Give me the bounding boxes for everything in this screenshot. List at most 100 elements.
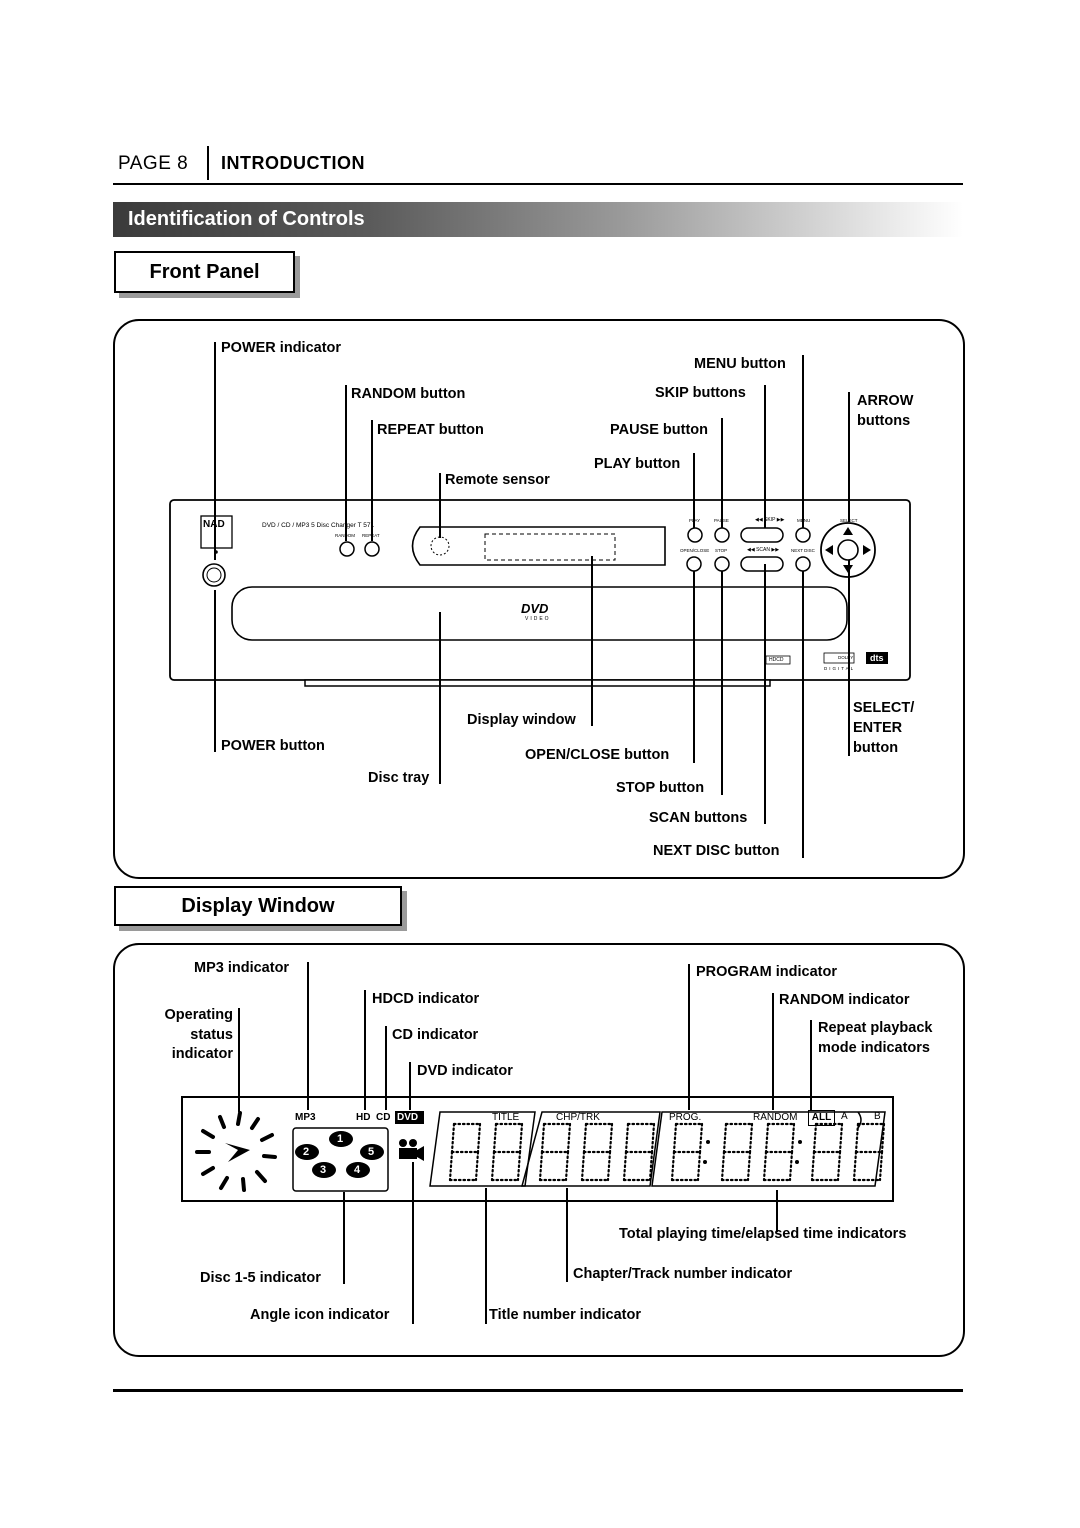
- leader-display-window: [591, 556, 593, 726]
- label-select-2: ENTER: [853, 720, 903, 736]
- vfd-random: RANDOM: [753, 1112, 798, 1123]
- page-number: PAGE 8: [118, 153, 189, 174]
- segment-digit: [580, 1122, 614, 1182]
- hdcd-logo: HDCD: [769, 657, 784, 663]
- scan-label: SCAN: [756, 547, 770, 553]
- leader-power-indicator: [214, 342, 216, 560]
- label-select-1: SELECT/: [853, 700, 915, 716]
- vfd-chp-trk: CHP/TRK: [556, 1112, 600, 1123]
- label-remote-sensor: Remote sensor: [445, 472, 550, 488]
- label-pause-button: PAUSE button: [610, 422, 708, 438]
- label-stop-button: STOP button: [616, 780, 705, 796]
- display-window-diagram: [113, 943, 965, 1357]
- label-chapter: Chapter/Track number indicator: [573, 1266, 793, 1282]
- disc-num-1: 1: [337, 1133, 344, 1145]
- stop-text: STOP: [715, 548, 728, 553]
- vfd-b: B: [874, 1111, 881, 1122]
- segment-digit: [762, 1122, 796, 1182]
- leader-menu: [802, 355, 804, 528]
- label-program: PROGRAM indicator: [696, 964, 837, 980]
- segment-digit: [810, 1122, 844, 1182]
- vfd-prog: PROG.: [669, 1112, 702, 1123]
- time-digit-frame: [651, 1111, 886, 1187]
- label-disc: Disc 1-5 indicator: [200, 1270, 321, 1286]
- leader-title-number: [485, 1188, 487, 1324]
- label-skip-buttons: SKIP buttons: [655, 385, 746, 401]
- label-arrow-2: buttons: [857, 413, 911, 429]
- disc-3: [312, 1162, 336, 1178]
- section-title: INTRODUCTION: [221, 153, 365, 173]
- dolby-logo: DOLBY: [838, 655, 854, 660]
- brand-logo: NAD: [203, 519, 225, 530]
- disc-2: [295, 1144, 319, 1160]
- vfd-title: TITLE: [492, 1112, 520, 1123]
- label-power-button: POWER button: [221, 738, 325, 754]
- next-disc-text: NEXT DISC: [791, 548, 815, 553]
- leader-scan: [764, 564, 766, 824]
- disc-4: [346, 1162, 370, 1178]
- vfd-mp3: MP3: [295, 1112, 316, 1123]
- label-menu-button: MENU button: [694, 356, 786, 372]
- chapter-digit-frame: [521, 1111, 661, 1187]
- disc-5: [360, 1144, 384, 1160]
- disc-1: [329, 1131, 353, 1147]
- disc-num-5: 5: [368, 1146, 375, 1158]
- device-foot: [304, 679, 771, 687]
- label-repeat-button: REPEAT button: [377, 422, 484, 438]
- leader-hdcd: [364, 990, 366, 1110]
- label-hdcd: HDCD indicator: [372, 991, 480, 1007]
- leader-repeat: [371, 420, 373, 541]
- leader-remote-sensor: [439, 473, 441, 538]
- front-panel-diagram: [113, 319, 965, 879]
- leader-random-ind: [772, 993, 774, 1110]
- disc-num-3: 3: [320, 1164, 327, 1176]
- skip-label: SKIP: [764, 517, 776, 523]
- leader-arrow: [848, 392, 850, 522]
- label-operating-1: Operating: [164, 1007, 233, 1023]
- leader-pause: [721, 418, 723, 528]
- leader-chapter: [566, 1188, 568, 1282]
- label-arrow-1: ARROW: [857, 393, 914, 409]
- label-random-button: RANDOM button: [351, 386, 466, 402]
- section-banner: [113, 202, 963, 237]
- leader-total-time: [776, 1190, 778, 1232]
- label-angle: Angle icon indicator: [250, 1307, 390, 1323]
- vfd-cd: CD: [376, 1112, 391, 1123]
- label-open-close: OPEN/CLOSE button: [525, 747, 670, 763]
- segment-digit: [720, 1122, 754, 1182]
- remote-sensor: [430, 536, 450, 556]
- display-window-shape: [411, 526, 666, 566]
- disc-num-4: 4: [354, 1164, 361, 1176]
- repeat-text: REPEAT: [362, 533, 380, 538]
- leader-power-button: [214, 590, 216, 752]
- footer-rule: [113, 1389, 963, 1392]
- digital-text: DIGITAL: [824, 666, 856, 671]
- open-close-text: OPEN/CLOSE: [680, 548, 710, 553]
- skip-text: ◀◀ SKIP ▶▶: [755, 517, 785, 523]
- label-display-window: Display window: [467, 712, 576, 728]
- angle-camera-icon: [399, 1139, 424, 1161]
- label-disc-tray: Disc tray: [368, 770, 430, 786]
- random-button: [339, 541, 355, 557]
- label-operating-3: indicator: [171, 1046, 233, 1062]
- label-mp3-indicator: MP3 indicator: [194, 960, 290, 976]
- leader-stop: [721, 571, 723, 795]
- header-rule: [113, 183, 963, 185]
- vfd-hd: HD: [356, 1112, 371, 1123]
- colon-dot: [795, 1160, 799, 1164]
- colon-dot: [706, 1140, 710, 1144]
- segment-digit: [448, 1122, 482, 1182]
- skip-buttons: [740, 527, 784, 543]
- dvd-badge: [395, 1111, 424, 1124]
- menu-button: [795, 527, 811, 543]
- leader-operating: [238, 1008, 240, 1112]
- leader-mp3: [307, 962, 309, 1110]
- label-repeat-1: Repeat playback: [818, 1020, 933, 1036]
- label-power-indicator: POWER indicator: [221, 340, 342, 356]
- play-button: [687, 527, 703, 543]
- leader-next-disc: [802, 571, 804, 858]
- front-panel-heading: Front Panel: [114, 251, 295, 293]
- dts-logo: dts: [870, 653, 884, 663]
- label-dvd: DVD indicator: [417, 1063, 513, 1079]
- scan-buttons: [740, 556, 784, 572]
